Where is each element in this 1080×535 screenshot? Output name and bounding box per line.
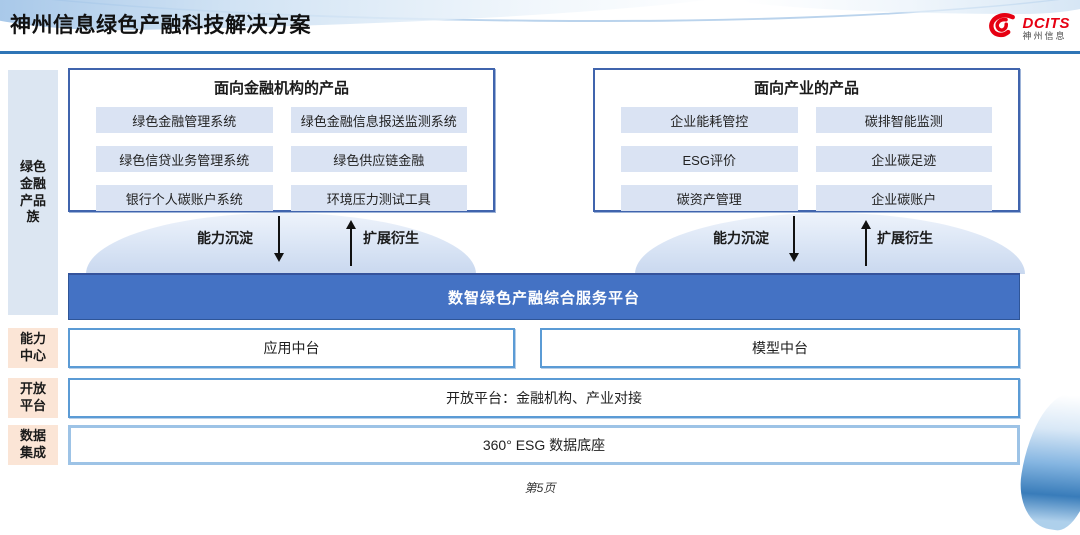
product-item: 绿色信贷业务管理系统: [96, 146, 273, 172]
product-grid: 企业能耗管控 碳排智能监测 ESG评价 企业碳足迹 碳资产管理 企业碳账户: [621, 107, 992, 211]
product-item: 绿色金融管理系统: [96, 107, 273, 133]
sidebar-label: 能力中心: [19, 331, 46, 363]
arrow-down-icon: [789, 216, 799, 262]
corner-leaf-decoration: [1013, 387, 1080, 535]
product-group-title: 面向产业的产品: [753, 80, 859, 97]
esg-data-base-box: 360° ESG 数据底座: [68, 425, 1020, 465]
flow-label-settle-right: 能力沉淀: [713, 230, 769, 246]
sidebar-item-green-finance-products: 绿色金融产品族: [8, 70, 58, 315]
page-title: 神州信息绿色产融科技解决方案: [10, 14, 311, 37]
logo-brand-cn: 神州信息: [1022, 30, 1067, 41]
product-item: 绿色金融信息报送监测系统: [290, 107, 467, 133]
product-item: 企业能耗管控: [621, 107, 798, 133]
open-platform-box: 开放平台：金融机构、产业对接: [68, 378, 1020, 418]
logo-text: DCITS 神州信息: [1023, 16, 1071, 41]
product-item: 企业碳账户: [815, 185, 992, 211]
product-item: 银行个人碳账户系统: [96, 185, 273, 211]
product-grid: 绿色金融管理系统 绿色金融信息报送监测系统 绿色信贷业务管理系统 绿色供应链金融…: [96, 107, 467, 211]
platform-bar: 数智绿色产融综合服务平台: [68, 273, 1020, 320]
logo-brand: DCITS: [1022, 14, 1070, 32]
title-divider: [0, 51, 1080, 54]
product-item: ESG评价: [621, 146, 798, 172]
product-group-financial: 面向金融机构的产品 绿色金融管理系统 绿色金融信息报送监测系统 绿色信贷业务管理…: [68, 68, 495, 212]
product-item: 碳排智能监测: [815, 107, 992, 133]
page-number: 第5页: [524, 481, 556, 495]
capability-box-application: 应用中台: [68, 328, 515, 368]
product-item: 环境压力测试工具: [290, 185, 467, 211]
sidebar-label: 数据集成: [19, 428, 46, 460]
sidebar-item-open-platform: 开放平台: [8, 378, 58, 418]
flow-label-derive-left: 扩展衍生: [363, 230, 419, 246]
flow-label-derive-right: 扩展衍生: [877, 230, 933, 246]
arrow-up-icon: [346, 220, 356, 266]
dcits-logo: DCITS 神州信息: [987, 10, 1071, 47]
product-group-industry: 面向产业的产品 企业能耗管控 碳排智能监测 ESG评价 企业碳足迹 碳资产管理 …: [593, 68, 1020, 212]
product-item: 企业碳足迹: [815, 146, 992, 172]
header-swoosh-line: [0, 0, 1080, 22]
dcits-swirl-icon: [987, 10, 1019, 47]
product-item: 绿色供应链金融: [290, 146, 467, 172]
product-group-title: 面向金融机构的产品: [213, 80, 349, 97]
dome-shape-right: [635, 213, 1025, 274]
sidebar-item-capability-center: 能力中心: [8, 328, 58, 368]
sidebar-item-data-integration: 数据集成: [8, 425, 58, 465]
sidebar-label: 绿色金融产品族: [19, 158, 46, 225]
product-item: 碳资产管理: [621, 185, 798, 211]
flow-label-settle-left: 能力沉淀: [197, 230, 253, 246]
capability-box-model: 模型中台: [540, 328, 1020, 368]
arrow-up-icon: [861, 220, 871, 266]
sidebar-label: 开放平台: [19, 381, 46, 413]
arrow-down-icon: [274, 216, 284, 262]
